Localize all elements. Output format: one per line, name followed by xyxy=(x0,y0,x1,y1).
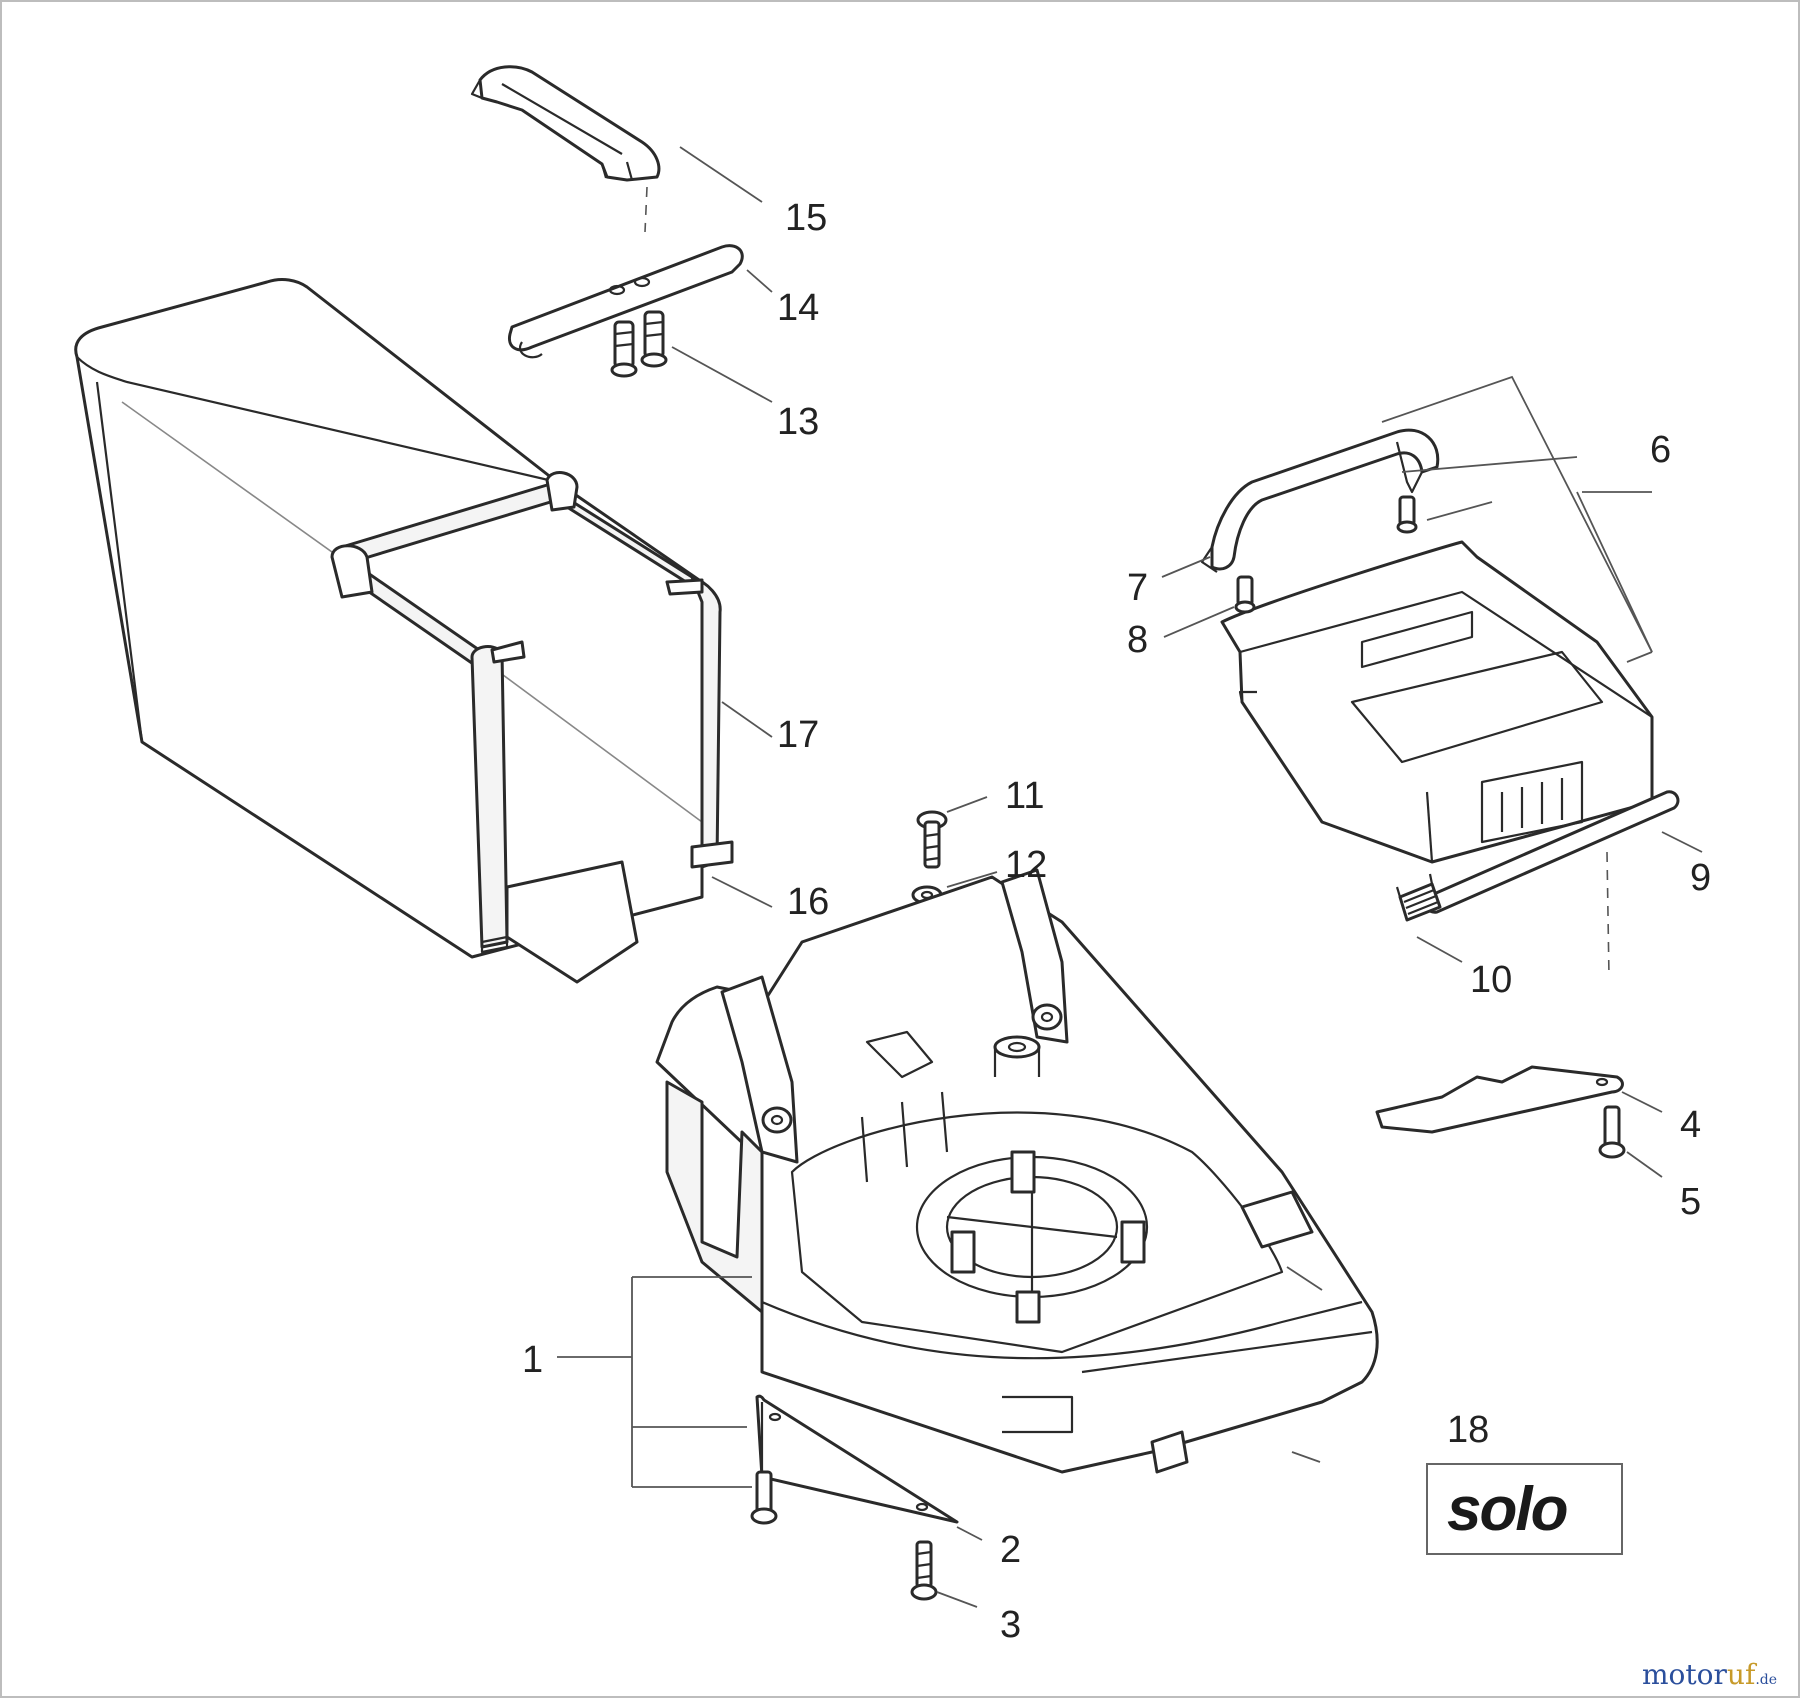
callout-7: 7 xyxy=(1127,567,1148,609)
callout-1: 1 xyxy=(522,1339,543,1381)
deflector-plate-part xyxy=(1375,1065,1624,1134)
mower-deck-housing-part xyxy=(655,868,1379,1474)
watermark: motoruf.de xyxy=(1642,1658,1777,1691)
grass-catcher-bag-part xyxy=(74,278,734,984)
callout-14: 14 xyxy=(777,287,819,329)
screw-part-5 xyxy=(1598,1105,1626,1159)
callout-2: 2 xyxy=(1000,1529,1021,1571)
brand-badge-part: solo xyxy=(1426,1463,1623,1555)
rear-cover-part xyxy=(1220,540,1654,864)
screw-part-3 xyxy=(910,1540,938,1601)
callout-6: 6 xyxy=(1650,429,1671,471)
callout-8: 8 xyxy=(1127,619,1148,661)
callout-labels: 1 2 3 4 5 6 7 8 9 10 11 12 13 14 15 16 1… xyxy=(522,197,1711,1646)
spring-part xyxy=(1395,873,1442,922)
screw-part-2 xyxy=(750,1470,778,1525)
handle-bracket-part xyxy=(507,244,744,359)
handle-grip-part xyxy=(470,65,661,182)
callout-17: 17 xyxy=(777,714,819,756)
side-flap-part xyxy=(755,1394,959,1524)
callout-3: 3 xyxy=(1000,1604,1021,1646)
brand-badge-frame xyxy=(1426,1463,1623,1555)
watermark-text: motoruf.de xyxy=(1642,1658,1777,1691)
callout-12: 12 xyxy=(1005,844,1047,886)
callout-16: 16 xyxy=(787,881,829,923)
callout-15: 15 xyxy=(785,197,827,239)
callout-10: 10 xyxy=(1470,959,1512,1001)
callout-4: 4 xyxy=(1680,1104,1701,1146)
rear-cover-handle-part xyxy=(1200,428,1440,573)
leader-lines xyxy=(557,146,1703,1608)
screw-washer-part-11-12 xyxy=(911,810,948,963)
callout-5: 5 xyxy=(1680,1181,1701,1223)
callout-11: 11 xyxy=(1005,775,1044,817)
screws-part-13 xyxy=(610,310,668,378)
callout-13: 13 xyxy=(777,401,819,443)
callout-9: 9 xyxy=(1690,857,1711,899)
screws-part-7-8 xyxy=(1234,495,1418,614)
callout-18: 18 xyxy=(1447,1409,1489,1451)
brand-logo-text: solo xyxy=(1447,1475,1567,1544)
